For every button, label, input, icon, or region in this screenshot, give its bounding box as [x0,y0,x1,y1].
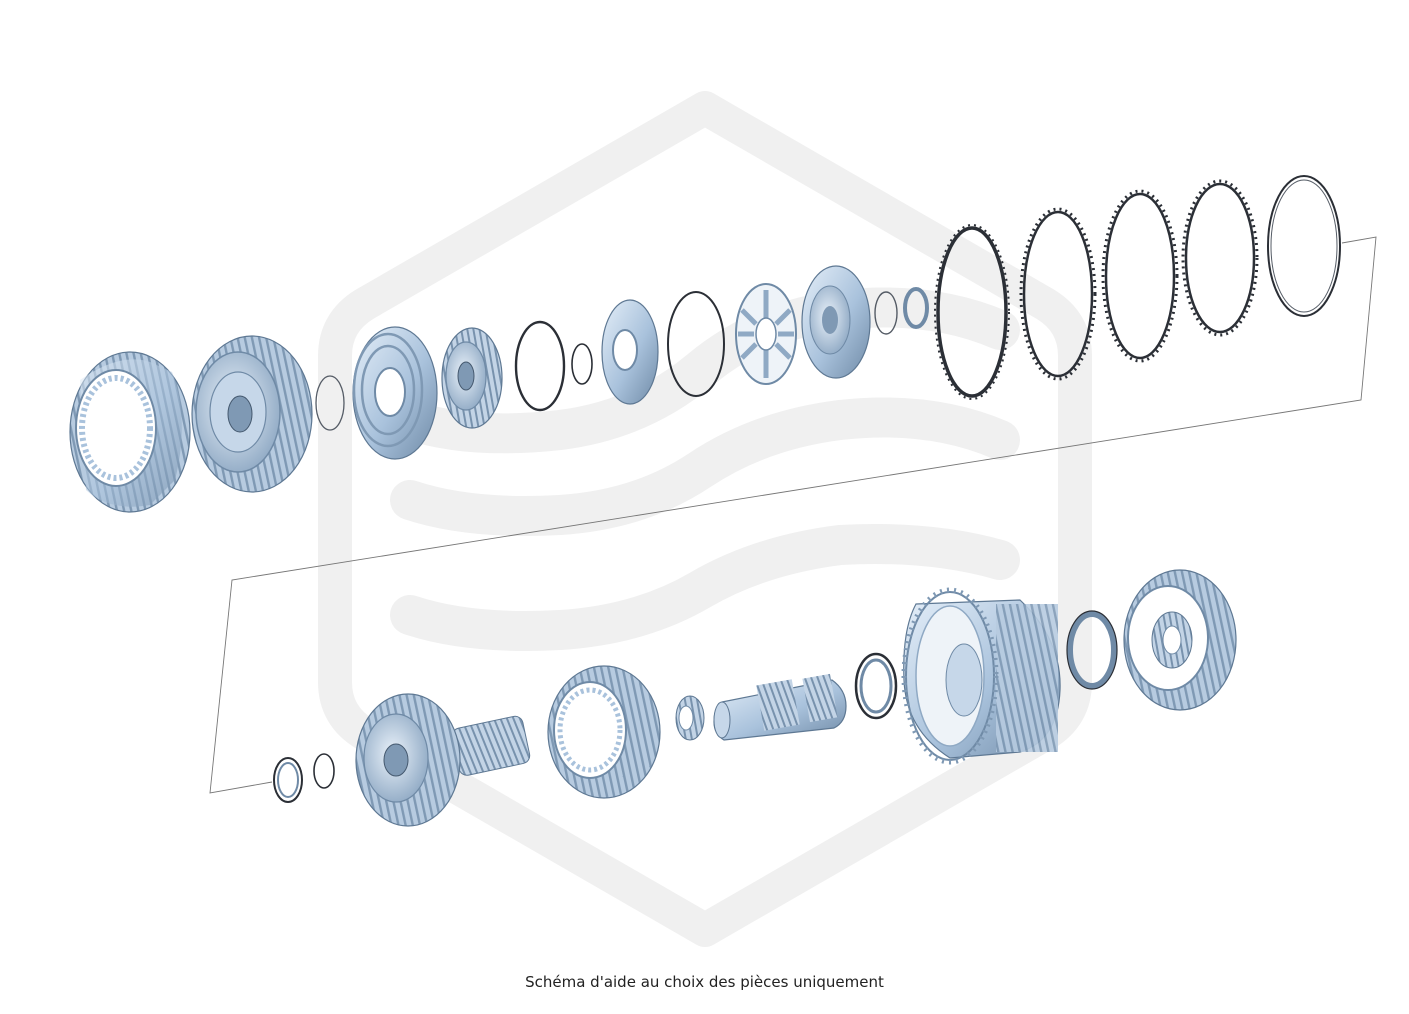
brand-logo-watermark [318,91,1092,947]
part-thrust-washer-1 [571,343,593,385]
part-needle-bearing [675,695,705,741]
part-friction-plate-3 [1101,189,1179,363]
part-friction-plate-1 [934,224,1010,400]
part-clutch-drum-2 [191,335,313,493]
part-clutch-drum-1 [69,351,191,513]
part-friction-plate-2 [1019,207,1097,381]
part-friction-plate-4 [1181,179,1259,337]
part-thrust-washer-3 [273,757,303,803]
top-row-parts [69,175,1341,513]
part-snap-ring-1 [315,375,345,431]
part-o-ring-2 [667,291,725,397]
part-piston-plate [601,299,659,405]
part-o-ring-1 [514,320,566,412]
diagram-caption: Schéma d'aide au choix des pièces unique… [525,973,884,991]
part-input-drum [1123,569,1237,711]
part-thrust-washer-2 [903,287,929,329]
part-thrust-washer-4 [854,652,898,720]
bottom-row-parts [273,569,1237,827]
part-spring-retainer [735,283,797,385]
part-piston [352,326,438,460]
part-intermediate-shaft [713,673,847,741]
part-ring-gear [547,665,661,799]
part-output-shaft-drum [355,693,531,827]
part-snap-ring-3 [313,753,335,789]
part-thrust-bearing [1066,610,1118,690]
leader-lines [209,236,1377,794]
part-balance-dam [801,265,871,379]
part-snap-ring-2 [874,291,898,335]
part-clutch-housing [901,587,1061,765]
part-pressure-plate [1267,175,1341,317]
part-sun-gear-hub [441,327,503,429]
